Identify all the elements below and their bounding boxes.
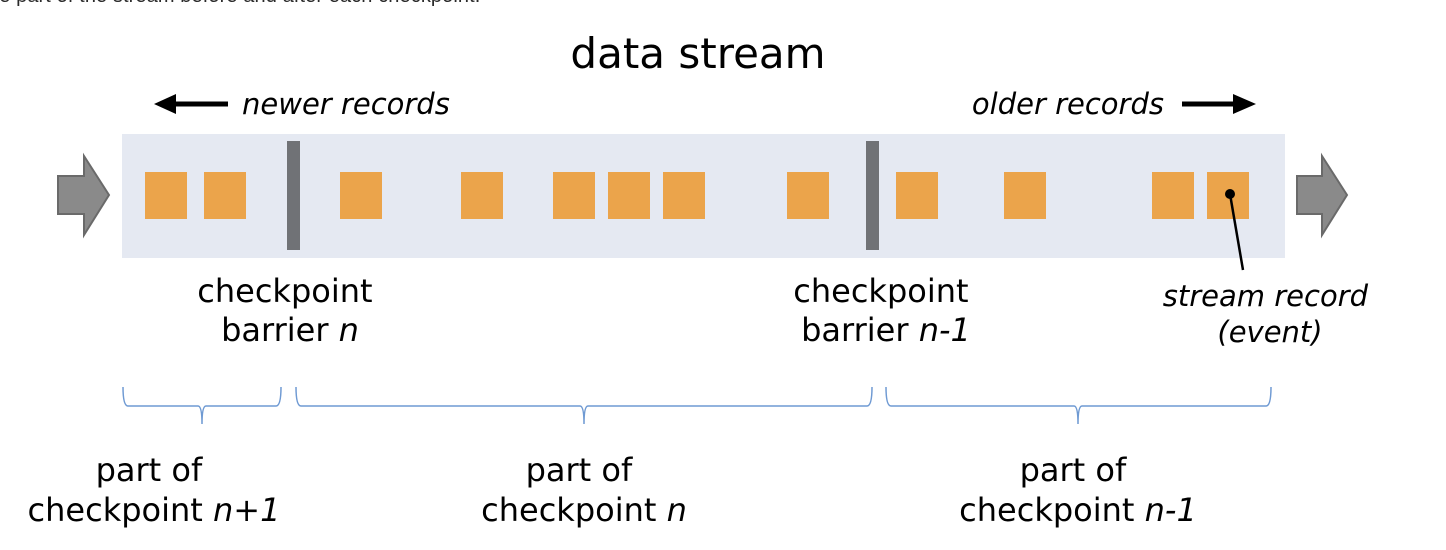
intro-text: he part of the stream before and after e… — [0, 0, 480, 8]
older-records-indicator: older records — [972, 87, 1256, 121]
barrier-n-word: barrier — [221, 311, 339, 349]
stream-record — [204, 172, 246, 219]
brace-checkpoint-n-minus-1 — [885, 386, 1272, 425]
stream-record — [787, 172, 829, 219]
part-n-minus-1-index: n-1 — [1145, 491, 1197, 529]
newer-records-indicator: newer records — [154, 87, 450, 121]
stream-record — [896, 172, 938, 219]
barrier-n-minus-1-line2: barrier n-1 — [801, 311, 971, 349]
part-n-line2: checkpoint n — [481, 491, 687, 529]
part-n-line1: part of — [526, 451, 633, 489]
stream-record — [663, 172, 705, 219]
stream-record — [553, 172, 595, 219]
part-n-word: checkpoint — [481, 491, 666, 529]
barrier-n-minus-1-word: barrier — [801, 311, 919, 349]
right-arrowhead-icon — [1233, 94, 1256, 114]
stream-record-label: stream record (event) — [1163, 279, 1377, 349]
stream-record — [1004, 172, 1046, 219]
stream-records — [145, 172, 1249, 219]
flow-in-arrow-icon — [57, 152, 111, 239]
part-n-minus-1-line2: checkpoint n-1 — [959, 491, 1197, 529]
part-checkpoint-n-label: part of checkpoint n — [481, 451, 687, 529]
part-n-minus-1-line1: part of — [1020, 451, 1127, 489]
barrier-n-index: n — [339, 311, 359, 349]
flow-out-arrow-icon — [1296, 152, 1349, 239]
stream-record — [340, 172, 382, 219]
diagram-title: data stream — [570, 29, 825, 78]
record-pointer-line — [1228, 193, 1245, 271]
part-n-plus-1-index: n+1 — [213, 491, 280, 529]
part-n-plus-1-word: checkpoint — [28, 491, 213, 529]
barrier-n-line1: checkpoint — [197, 272, 372, 310]
newer-records-label: newer records — [242, 87, 450, 121]
stream-record — [145, 172, 187, 219]
part-checkpoint-n-minus-1-label: part of checkpoint n-1 — [959, 451, 1197, 529]
stream-record — [608, 172, 650, 219]
barrier-n-minus-1-label: checkpoint barrier n-1 — [793, 272, 978, 349]
stream-record — [1152, 172, 1194, 219]
part-checkpoint-n-plus-1-label: part of checkpoint n+1 — [28, 451, 281, 529]
barrier-n-minus-1-index: n-1 — [919, 311, 971, 349]
older-records-label: older records — [972, 87, 1164, 121]
left-arrowhead-icon — [154, 94, 176, 114]
part-n-plus-1-line1: part of — [96, 451, 203, 489]
barrier-n-minus-1-line1: checkpoint — [793, 272, 968, 310]
stream-record-label-line1: stream record — [1163, 279, 1369, 313]
part-n-minus-1-word: checkpoint — [959, 491, 1144, 529]
barrier-n-label: checkpoint barrier n — [197, 272, 382, 349]
part-n-index: n — [667, 491, 687, 529]
stream-record-label-line2: (event) — [1217, 315, 1322, 349]
barrier-n-line2: barrier n — [221, 311, 359, 349]
part-n-plus-1-line2: checkpoint n+1 — [28, 491, 281, 529]
brace-checkpoint-n-plus-1 — [122, 386, 282, 425]
checkpoint-barrier-n-minus-1 — [866, 141, 879, 250]
brace-checkpoint-n — [295, 386, 873, 425]
stream-record — [461, 172, 503, 219]
intro-text-fragment: he part of the stream before and after e… — [0, 0, 1446, 10]
checkpoint-barrier-n — [287, 141, 300, 250]
